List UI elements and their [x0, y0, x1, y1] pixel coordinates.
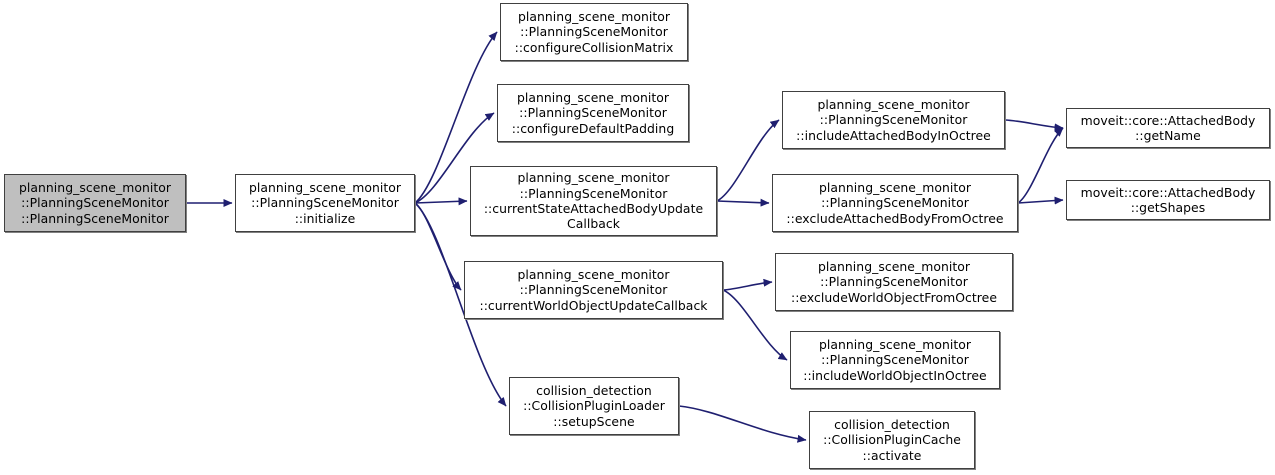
graph-node[interactable]: planning_scene_monitor ::PlanningSceneMo…: [497, 84, 689, 142]
graph-edge: [716, 198, 770, 207]
graph-node-label: planning_scene_monitor ::PlanningSceneMo…: [514, 8, 674, 55]
graph-edge: [414, 197, 468, 206]
graph-node-label: moveit::core::AttachedBody ::getShapes: [1080, 184, 1256, 215]
graph-node-label: planning_scene_monitor ::PlanningSceneMo…: [248, 179, 402, 226]
graph-node-label: planning_scene_monitor ::PlanningSceneMo…: [786, 179, 1004, 226]
graph-node[interactable]: planning_scene_monitor ::PlanningSceneMo…: [775, 253, 1013, 311]
graph-edge: [1017, 127, 1064, 204]
graph-node[interactable]: moveit::core::AttachedBody ::getShapes: [1066, 180, 1270, 220]
graph-node-label: planning_scene_monitor ::PlanningSceneMo…: [479, 266, 708, 313]
graph-edge: [414, 112, 495, 204]
graph-edge: [722, 289, 788, 361]
graph-node[interactable]: moveit::core::AttachedBody ::getName: [1066, 108, 1270, 148]
graph-node-label: planning_scene_monitor ::PlanningSceneMo…: [483, 170, 704, 232]
graph-node-label: planning_scene_monitor ::PlanningSceneMo…: [18, 179, 172, 226]
graph-node[interactable]: planning_scene_monitor ::PlanningSceneMo…: [782, 91, 1005, 149]
graph-node[interactable]: planning_scene_monitor ::PlanningSceneMo…: [235, 174, 415, 232]
graph-node[interactable]: planning_scene_monitor ::PlanningSceneMo…: [790, 331, 1000, 389]
graph-edge: [722, 278, 773, 291]
graph-node[interactable]: collision_detection ::CollisionPluginLoa…: [509, 377, 679, 435]
graph-edge: [716, 119, 780, 202]
graph-node[interactable]: planning_scene_monitor ::PlanningSceneMo…: [772, 174, 1018, 232]
graph-node-label: planning_scene_monitor ::PlanningSceneMo…: [790, 258, 998, 305]
graph-node-label: planning_scene_monitor ::PlanningSceneMo…: [796, 96, 991, 143]
graph-node[interactable]: collision_detection ::CollisionPluginCac…: [809, 411, 975, 469]
graph-edge: [414, 202, 507, 407]
graph-node[interactable]: planning_scene_monitor ::PlanningSceneMo…: [470, 166, 717, 236]
graph-node[interactable]: planning_scene_monitor ::PlanningSceneMo…: [4, 174, 186, 232]
graph-node-label: collision_detection ::CollisionPluginLoa…: [523, 382, 665, 429]
graph-node-label: planning_scene_monitor ::PlanningSceneMo…: [511, 89, 675, 136]
graph-node[interactable]: planning_scene_monitor ::PlanningSceneMo…: [500, 3, 688, 61]
graph-edge: [678, 405, 807, 443]
graph-edge: [1004, 119, 1064, 132]
graph-edge: [414, 202, 462, 291]
graph-node[interactable]: planning_scene_monitor ::PlanningSceneMo…: [464, 261, 723, 319]
graph-node-label: moveit::core::AttachedBody ::getName: [1080, 112, 1256, 143]
graph-edge: [1017, 196, 1064, 205]
graph-node-label: collision_detection ::CollisionPluginCac…: [823, 416, 961, 463]
graph-node-label: planning_scene_monitor ::PlanningSceneMo…: [803, 336, 987, 383]
graph-edge: [414, 31, 498, 204]
